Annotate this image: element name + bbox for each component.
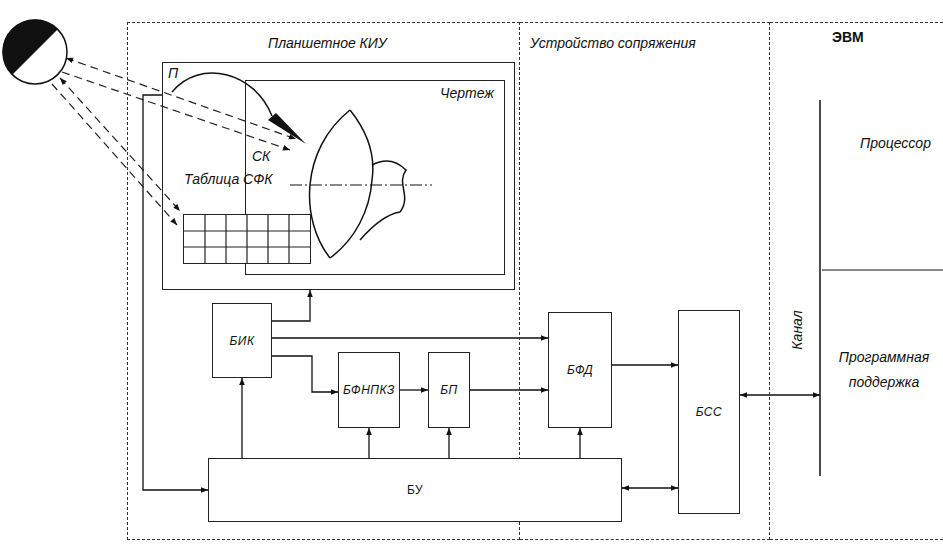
signal-arrow [448, 428, 449, 458]
stylus [268, 113, 306, 144]
signal-arrow [272, 356, 338, 392]
process-box: БП [428, 352, 470, 428]
process-box: БИК [212, 303, 272, 378]
heading-label: П [168, 65, 178, 81]
text-label: Программная поддержка [826, 345, 942, 395]
block-label: БСС [696, 405, 722, 419]
process-box: БФД [548, 312, 612, 428]
sight-lines [52, 58, 296, 225]
axis-line [290, 185, 432, 186]
signal-arrow [579, 428, 580, 458]
heading-label: Планшетное КИУ [268, 35, 387, 51]
drawing-figure [310, 110, 406, 258]
viewer-half [2, 19, 58, 75]
viewer-circle [3, 20, 67, 84]
channel-arrow [740, 394, 820, 395]
signal-arrow [143, 95, 208, 490]
signal-arrow [612, 364, 678, 365]
text-label: Канал [789, 308, 805, 351]
heading-label: Устройство сопряжения [530, 35, 696, 51]
block-label: БФД [567, 363, 593, 377]
signal-arrow [622, 487, 678, 488]
table-grid [184, 215, 310, 263]
signal-arrow [470, 389, 548, 390]
channel-line [819, 100, 821, 476]
block-label: БФНПКЗ [343, 383, 395, 397]
heading-label: Таблица СФК [184, 171, 256, 188]
text-label: СК [250, 148, 272, 164]
signal-arrow [272, 290, 310, 321]
block-label: БП [440, 383, 458, 397]
process-box: БФНПКЗ [338, 352, 400, 428]
tablet-frame: П ЧертежТаблица СФК [162, 62, 515, 290]
signal-arrow [272, 337, 548, 338]
block-label: БУ [407, 483, 423, 497]
text-label: Процессор [858, 135, 933, 151]
divider-line [822, 269, 943, 270]
heading-label: ЭВМ [832, 29, 864, 45]
signal-arrow [241, 378, 242, 458]
region-panel: ЭВМ [770, 22, 943, 540]
control-box: БУ [208, 458, 622, 522]
heading-label: Чертеж [440, 85, 494, 101]
signal-arrow [400, 389, 428, 390]
process-box: БСС [678, 310, 740, 514]
function-table: Таблица СФК [183, 214, 311, 264]
block-label: БИК [230, 334, 255, 348]
signal-arrow [368, 428, 369, 458]
